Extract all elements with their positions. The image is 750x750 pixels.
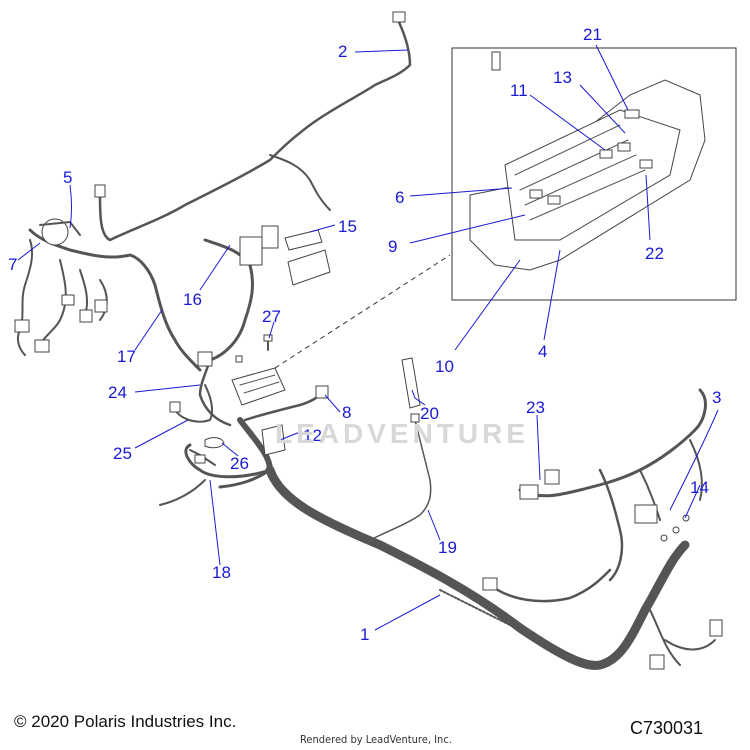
rear-harness	[482, 388, 723, 670]
callout-3: 3	[712, 388, 721, 407]
callout-14: 14	[690, 478, 709, 497]
rendered-by-text: Rendered by LeadVenture, Inc.	[300, 733, 452, 746]
front-harness	[14, 218, 202, 372]
callout-26: 26	[230, 454, 249, 473]
callout-13: 13	[553, 68, 572, 87]
callout-19: 19	[438, 538, 457, 557]
callout-23: 23	[526, 398, 545, 417]
callout-25: 25	[113, 444, 132, 463]
leader-lines	[17, 44, 719, 631]
callout-6: 6	[395, 188, 404, 207]
callout-21: 21	[583, 25, 602, 44]
callout-1: 1	[360, 625, 369, 644]
part-19-wire	[369, 413, 432, 541]
part-24-25-harness	[169, 384, 225, 464]
part-14-screws	[660, 514, 690, 542]
callout-4: 4	[538, 342, 547, 361]
callout-9: 9	[388, 237, 397, 256]
main-harness	[159, 417, 690, 670]
callout-7: 7	[8, 255, 17, 274]
diagram-code: C730031	[630, 718, 704, 738]
part-27-screw	[235, 334, 273, 363]
callout-10: 10	[435, 357, 454, 376]
harness-branch-16	[197, 225, 279, 427]
callout-5: 5	[63, 168, 72, 187]
callout-12: 12	[303, 426, 322, 445]
detail-dashed-leader	[274, 254, 451, 369]
callout-8: 8	[342, 403, 351, 422]
fuse-box-detail	[451, 47, 737, 301]
part-20-bracket	[401, 357, 421, 409]
part-12-grommet	[261, 424, 286, 456]
callout-22: 22	[645, 244, 664, 263]
callout-16: 16	[183, 290, 202, 309]
callout-15: 15	[338, 217, 357, 236]
callout-18: 18	[212, 563, 231, 582]
part-15	[284, 229, 331, 286]
callout-2: 2	[338, 42, 347, 61]
callout-20: 20	[420, 404, 439, 423]
callout-24: 24	[108, 383, 127, 402]
callout-11: 11	[510, 81, 528, 100]
copyright-text: © 2020 Polaris Industries Inc.	[14, 712, 237, 731]
overhead-harness	[94, 11, 412, 242]
callout-labels: 1 2 3 4 5 6 7 8 9 10 11 12 13 14 15 16 1…	[8, 25, 721, 644]
fuse-box	[231, 367, 286, 406]
callout-27: 27	[262, 307, 281, 326]
callout-17: 17	[117, 347, 136, 366]
watermark: LEADVENTURE	[275, 418, 530, 449]
